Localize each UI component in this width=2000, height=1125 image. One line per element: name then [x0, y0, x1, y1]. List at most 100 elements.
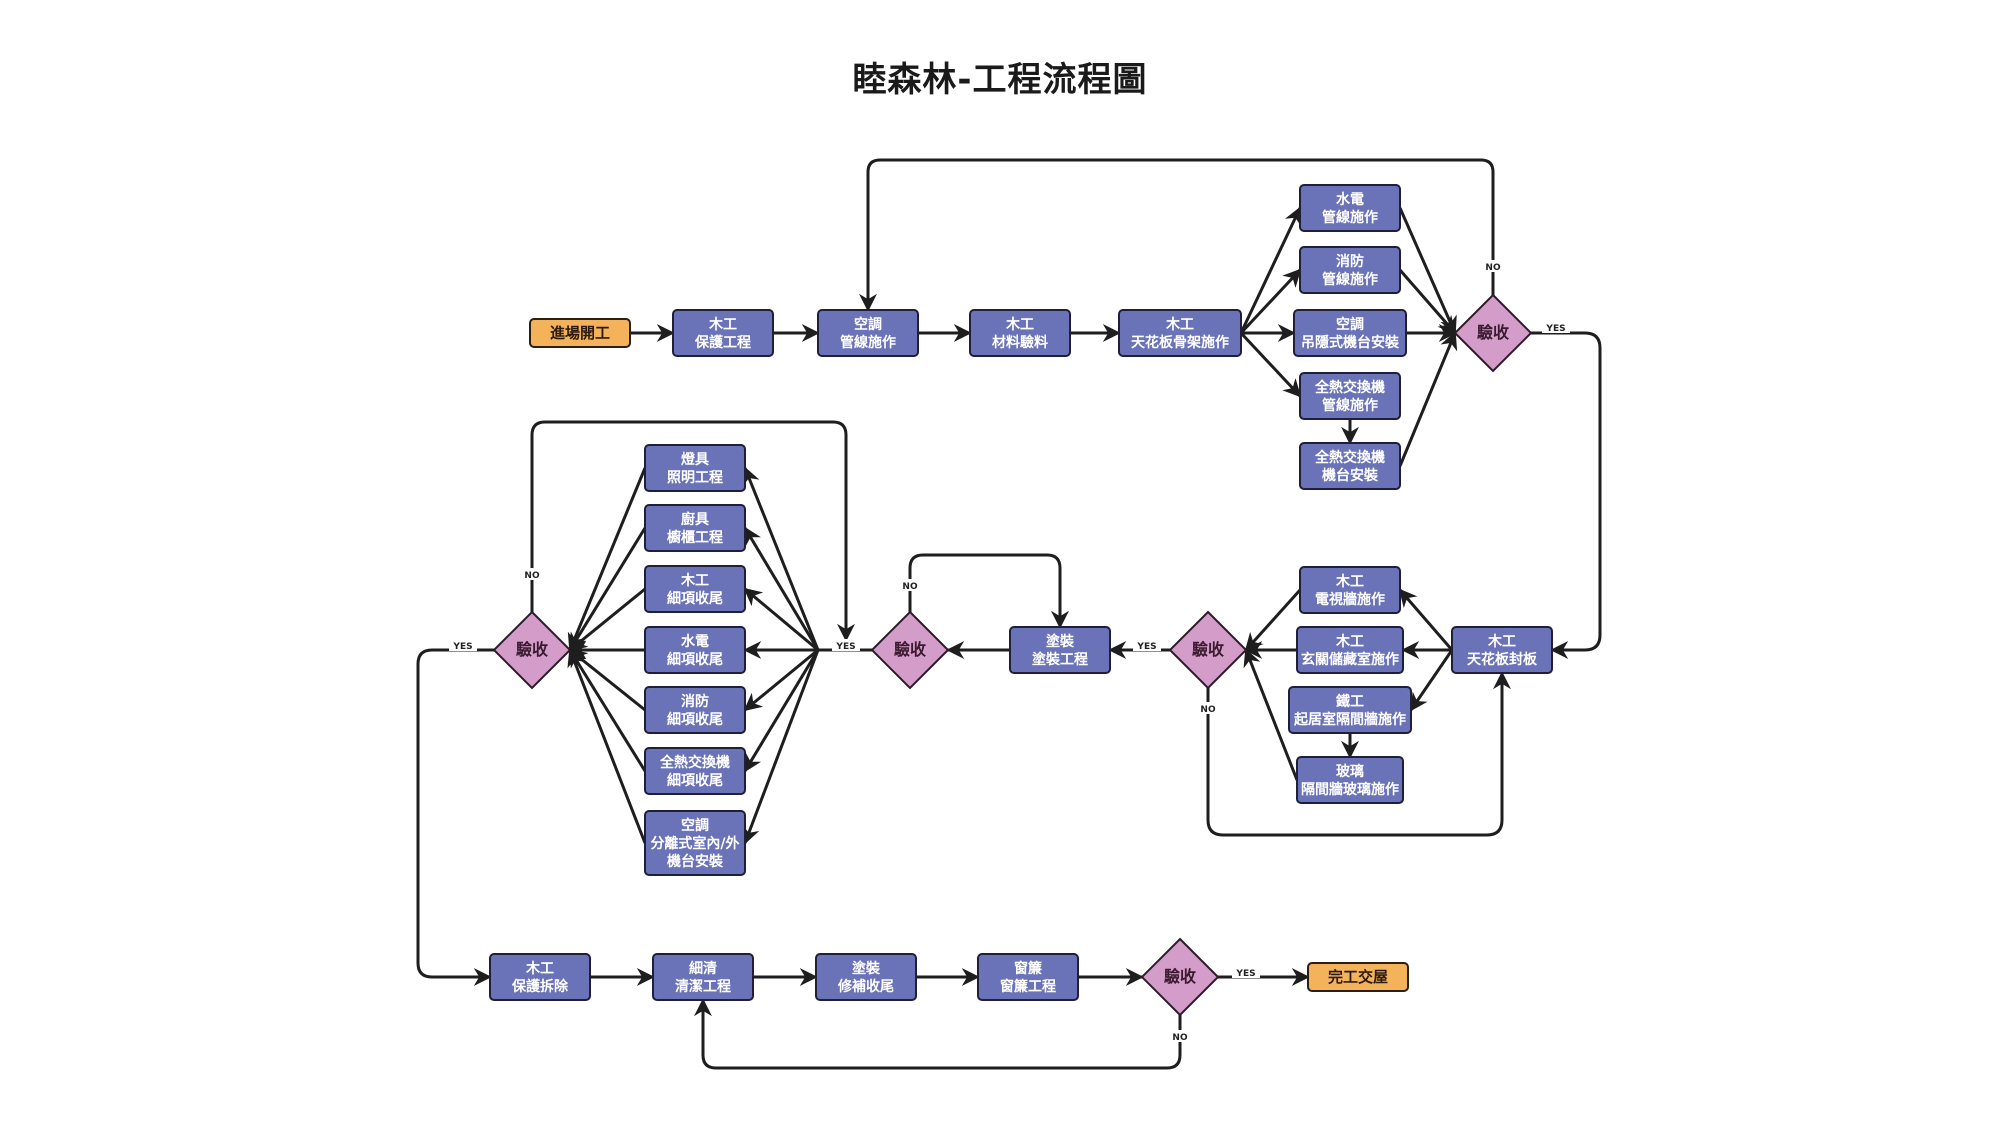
process-shape — [644, 747, 746, 795]
edge-wood-tv-wall-to-check-2 — [1244, 588, 1302, 652]
process-shape — [1299, 442, 1401, 490]
node-label: 起居室隔間牆施作 — [1293, 711, 1406, 728]
node-label: 全熱交換機 — [659, 754, 730, 771]
node-label: 塗裝 — [1046, 633, 1075, 650]
node-label: 驗收 — [516, 640, 548, 659]
decision-shape — [870, 610, 950, 690]
edge-glass-partition-to-check-2 — [1243, 648, 1299, 781]
node-label: 完工交屋 — [1328, 968, 1388, 986]
check-5-no-label: NO — [1172, 1033, 1188, 1043]
edge-hub-to-erv-finish — [743, 649, 820, 773]
process-shape — [1288, 686, 1412, 734]
node-label: 管線施作 — [1322, 397, 1378, 414]
decision-shape — [1453, 293, 1533, 373]
edge-label-bg — [1194, 702, 1222, 714]
process-shape — [672, 309, 774, 357]
process-shape — [644, 444, 746, 492]
node-label: 電視牆施作 — [1315, 591, 1385, 608]
process-shape — [969, 309, 1071, 357]
node-label: 木工 — [1165, 316, 1194, 333]
edge-ceiling-seal-to-iron-partition — [1409, 649, 1454, 712]
node-check-4: 驗收 — [492, 610, 572, 690]
check-3-yes-label: YES — [835, 642, 855, 652]
node-label: 廚具 — [681, 511, 709, 528]
diagram-title: 睦森林-工程流程圖 — [852, 60, 1148, 100]
node-label: 進場開工 — [550, 324, 610, 342]
node-end: 完工交屋 — [1307, 962, 1409, 992]
process-shape — [644, 810, 746, 876]
node-label: 清潔工程 — [675, 978, 731, 995]
edge-plumb-pipe-to-check-1 — [1398, 207, 1457, 335]
node-label: 水電 — [681, 633, 709, 650]
process-shape — [1118, 309, 1242, 357]
node-check-1: 驗收 — [1453, 293, 1533, 373]
process-shape — [1296, 756, 1404, 804]
node-label: 保護拆除 — [511, 978, 569, 995]
node-label: 玄關儲藏室施作 — [1301, 651, 1399, 668]
process-shape — [644, 626, 746, 674]
node-check-5: 驗收 — [1140, 937, 1220, 1017]
process-shape — [817, 309, 919, 357]
node-label: 驗收 — [1164, 967, 1196, 986]
node-label: 照明工程 — [667, 470, 723, 486]
node-label: 木工 — [525, 960, 554, 977]
edge-check-4-no — [530, 420, 855, 642]
process-shape — [1293, 309, 1407, 357]
node-label: 消防 — [1336, 253, 1364, 270]
node-label: 空調 — [854, 316, 882, 333]
node-label: 全熱交換機 — [1314, 449, 1385, 466]
node-label: 窗簾工程 — [1000, 978, 1056, 995]
terminal-shape — [1307, 962, 1409, 992]
decision-shape — [1168, 610, 1248, 690]
process-shape — [977, 953, 1079, 1001]
edge-check-4-yes — [416, 648, 494, 986]
edge-label-bg — [1133, 639, 1161, 651]
edge-label-bg — [1542, 321, 1570, 333]
edge-check-1-no — [859, 158, 1495, 312]
process-shape — [652, 953, 754, 1001]
node-label: 管線施作 — [840, 334, 896, 351]
edge-hub-to-fire-finish — [743, 648, 819, 712]
process-shape — [1009, 626, 1111, 674]
process-shape — [489, 953, 591, 1001]
node-label: 天花板封板 — [1467, 651, 1538, 668]
node-label: 驗收 — [1477, 323, 1509, 342]
edge-ceiling-frame-to-erv-pipe — [1239, 331, 1302, 398]
node-label: 玻璃 — [1336, 763, 1364, 780]
check-4-yes-label: YES — [452, 642, 472, 652]
node-label: 材料驗料 — [992, 334, 1048, 351]
decision-shape — [492, 610, 572, 690]
decision-shape — [1140, 937, 1220, 1017]
process-shape — [1299, 372, 1401, 420]
node-label: 塗裝工程 — [1032, 651, 1088, 668]
edge-lighting-to-check-4 — [567, 467, 647, 652]
check-2-no-label: NO — [1200, 705, 1216, 715]
edge-ac-split-to-check-4 — [567, 648, 647, 844]
process-shape — [1296, 626, 1404, 674]
node-label: 鐵工 — [1336, 693, 1364, 710]
edge-label-bg — [449, 639, 477, 651]
edge-hub-to-ac-split — [742, 649, 820, 845]
check-1-yes-label: YES — [1545, 324, 1565, 334]
edge-ceiling-frame-to-plumb-pipe — [1239, 206, 1302, 334]
edge-hub-to-kitchen — [743, 526, 820, 651]
terminal-shape — [529, 318, 631, 348]
node-label: 木工 — [680, 572, 709, 589]
node-label: 全熱交換機 — [1314, 379, 1385, 396]
node-label: 保護工程 — [694, 334, 751, 351]
node-label: 分離式室內/外 — [650, 835, 739, 852]
node-label: 細項收尾 — [667, 772, 723, 789]
edge-label-bg — [518, 568, 546, 580]
check-1-no-label: NO — [1485, 263, 1501, 273]
